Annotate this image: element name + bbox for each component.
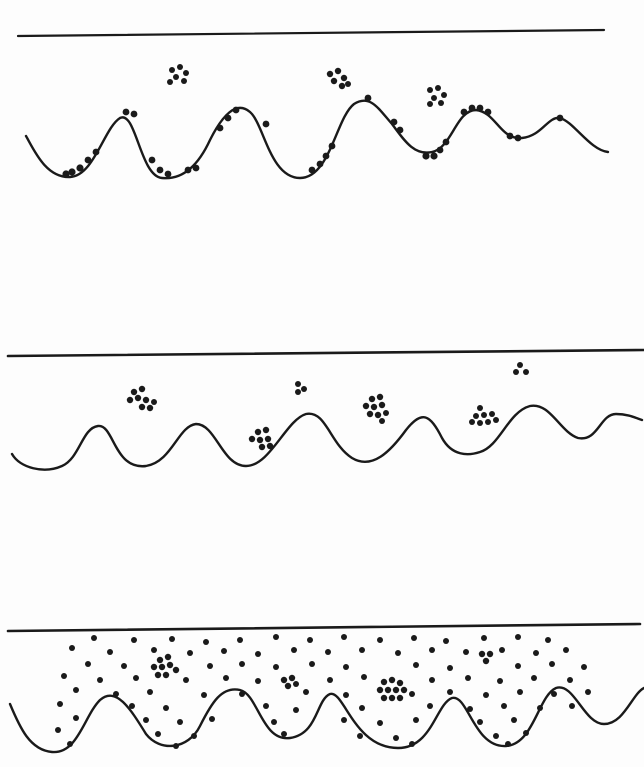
cluster-middle-1	[127, 386, 157, 411]
panel-top	[18, 30, 608, 178]
panel-top-boundary-line	[18, 30, 604, 36]
panel-bottom-boundary-line	[8, 624, 640, 631]
cluster-middle-2	[249, 427, 273, 450]
panel-middle	[8, 350, 644, 470]
cluster-middle-6	[513, 362, 529, 375]
cluster-top-2	[327, 68, 351, 89]
cluster-middle-3	[295, 381, 307, 395]
cluster-top-1	[167, 64, 189, 85]
cluster-middle-5	[469, 405, 499, 426]
clump-bottom-2	[281, 675, 299, 689]
cluster-top-3	[427, 85, 447, 107]
adsorbed-particles-top	[62, 95, 563, 178]
clump-bottom-4	[479, 651, 493, 664]
cluster-middle-4	[363, 394, 389, 424]
panel-middle-wavy-surface	[12, 406, 642, 470]
dispersed-particles	[55, 634, 591, 749]
panel-middle-boundary-line	[8, 350, 644, 356]
clump-bottom-3	[377, 677, 407, 701]
clump-bottom-1	[151, 654, 179, 678]
panel-bottom	[8, 624, 644, 752]
panel-bottom-wavy-surface	[10, 687, 644, 752]
